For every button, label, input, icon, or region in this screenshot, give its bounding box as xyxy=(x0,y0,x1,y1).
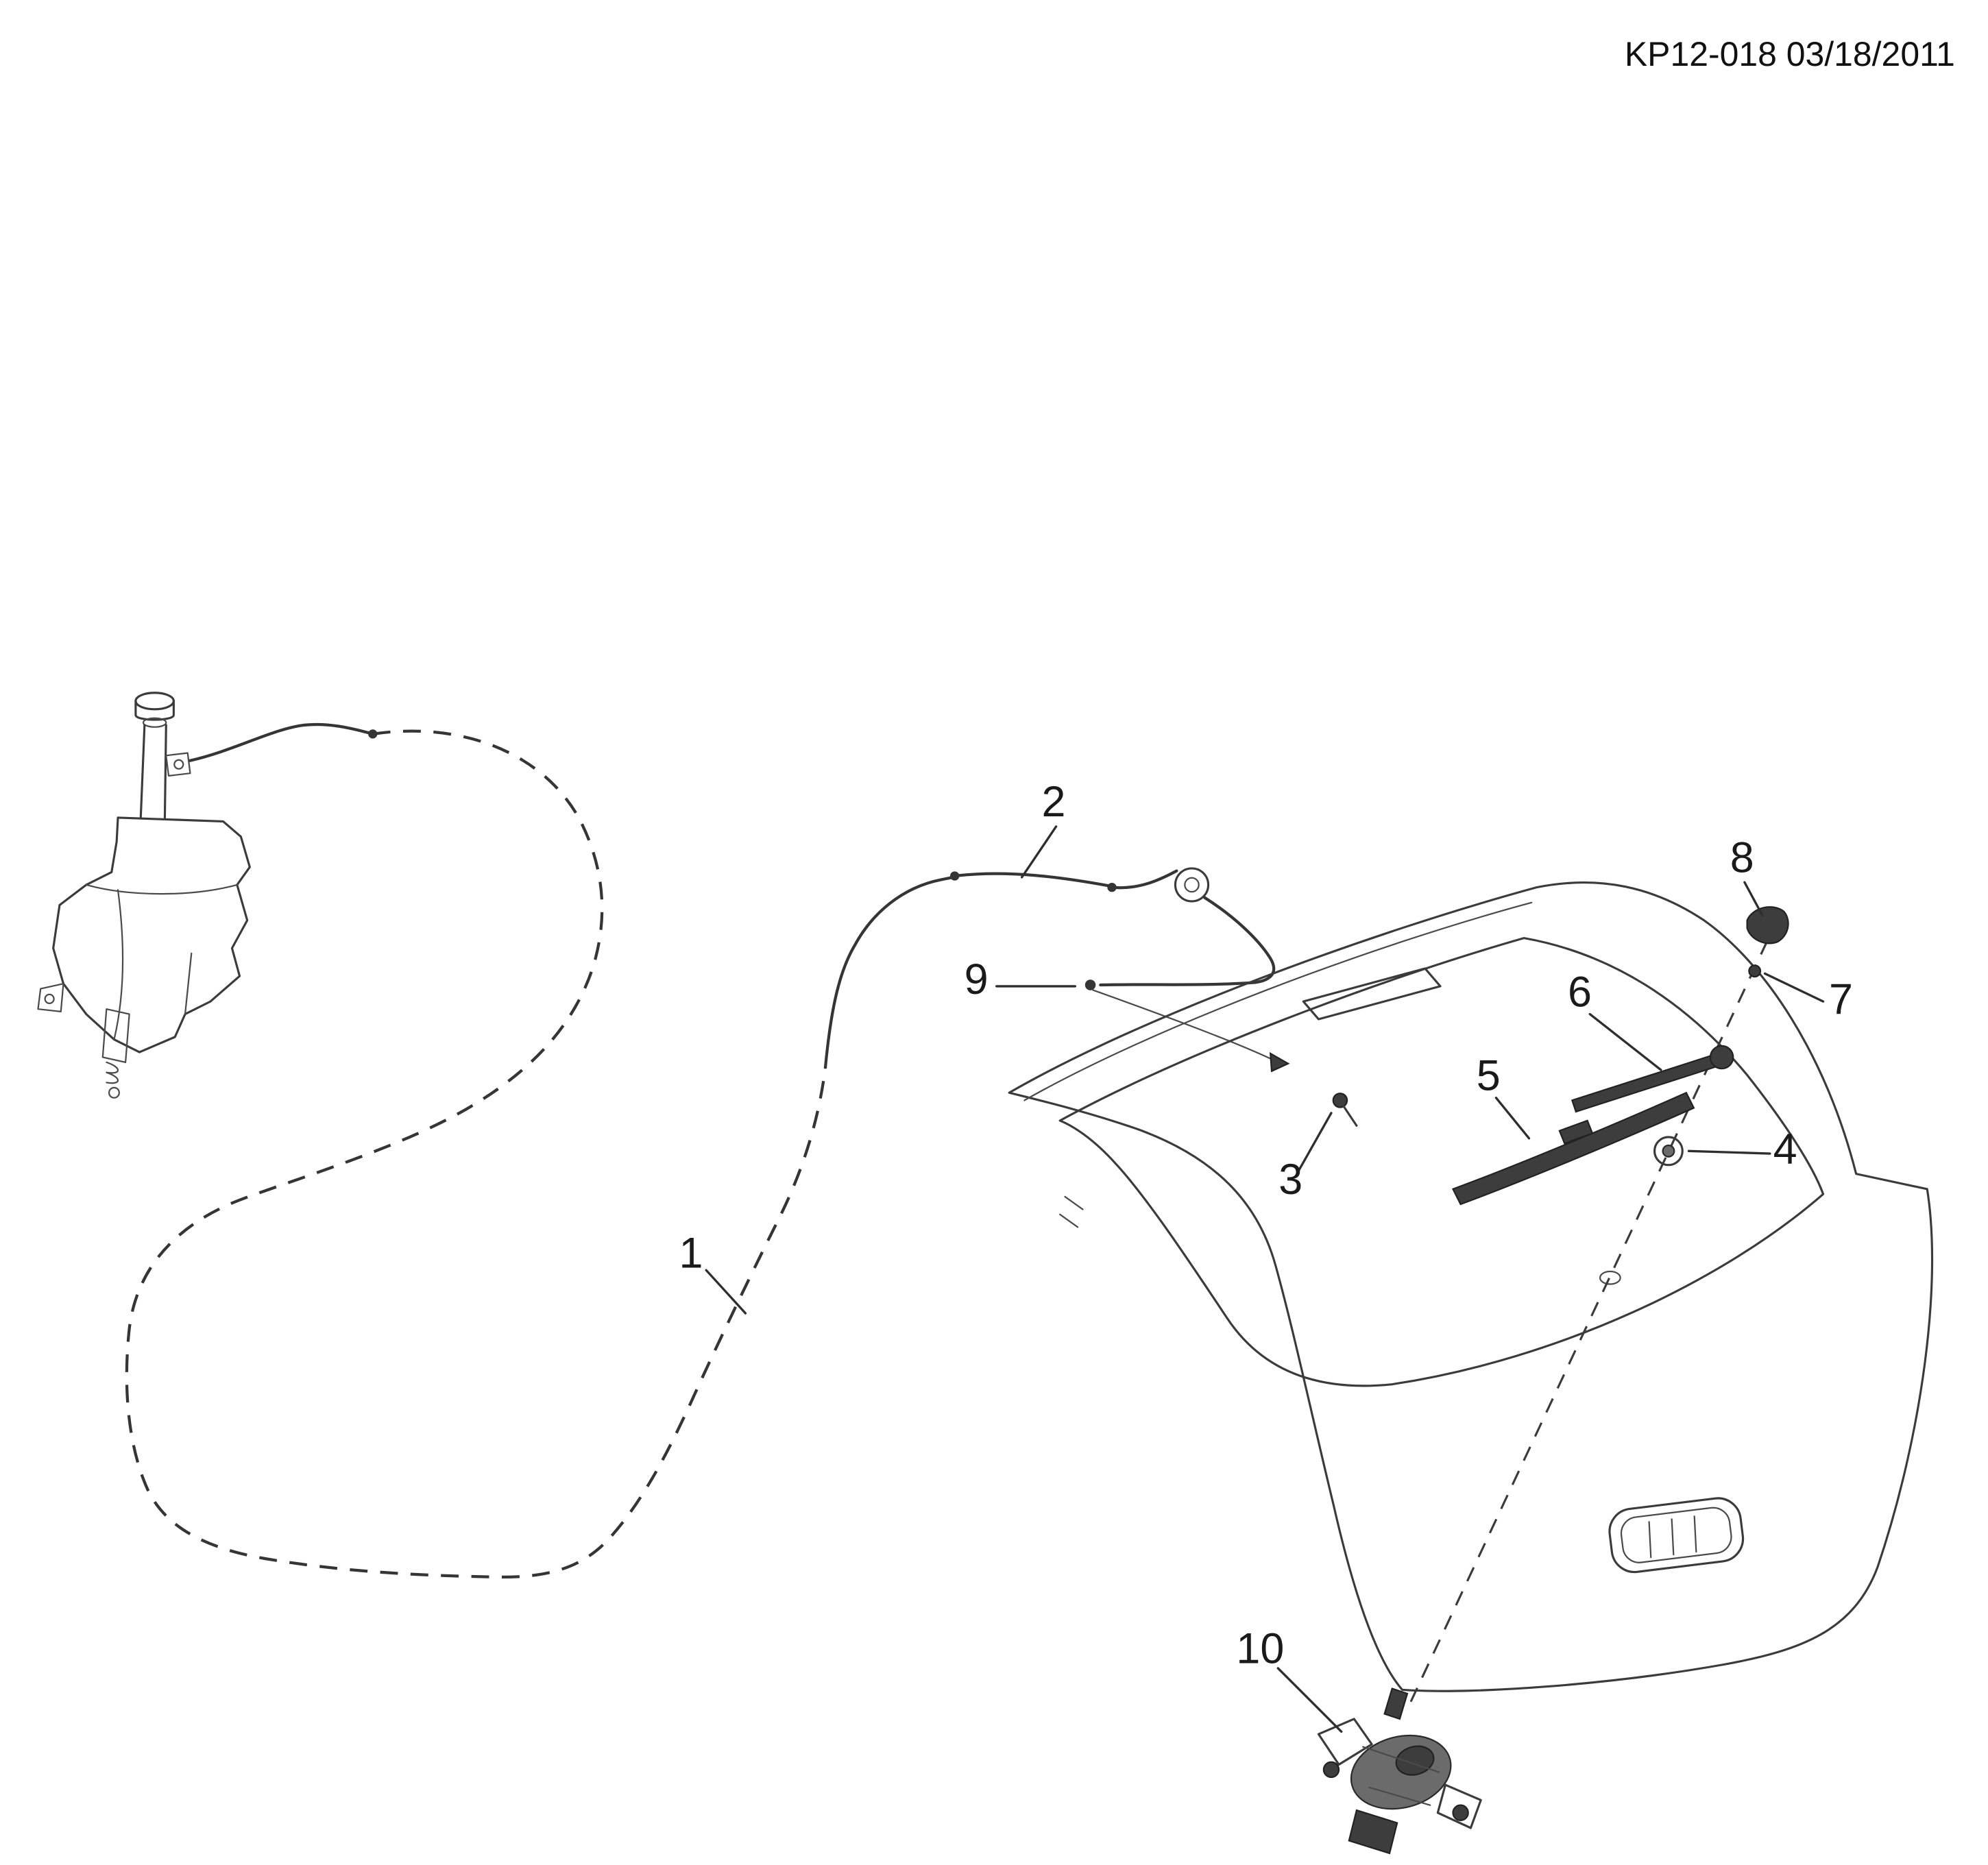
leader-line-1 xyxy=(705,1269,747,1315)
wiper-blade xyxy=(1451,1091,1695,1206)
nozzle-screw xyxy=(1332,1093,1348,1108)
nozzle-feed-line xyxy=(1092,989,1276,1062)
callout-7: 7 xyxy=(1829,976,1853,1024)
motor-mount-grommet-left xyxy=(1322,1761,1340,1779)
nozzle-screw-tip xyxy=(1342,1106,1358,1127)
liftgate-top-contour xyxy=(1023,901,1533,1101)
license-plate-pocket xyxy=(1608,1497,1745,1574)
wiper-blade-bridge xyxy=(1558,1119,1594,1145)
leader-lines xyxy=(705,825,1825,1733)
reservoir-facet-1 xyxy=(85,883,238,895)
hose-segment-return xyxy=(1099,896,1276,987)
hose-grommet-inner xyxy=(1184,877,1200,893)
license-pocket-outline xyxy=(1608,1497,1745,1574)
license-pocket-ribs xyxy=(1648,1515,1697,1559)
reservoir-body xyxy=(52,816,251,1053)
motor-detail-lines xyxy=(1362,1746,1440,1806)
callout-labels: 1 2 3 4 5 6 7 8 9 10 xyxy=(679,778,1852,1672)
motor-bracket-left xyxy=(1317,1718,1373,1766)
pump-spring-coil xyxy=(106,1061,119,1084)
pivot-nut xyxy=(1653,1136,1684,1167)
reservoir-mount-hole xyxy=(44,993,55,1004)
washer-reservoir xyxy=(37,692,251,1099)
hinge-clip-marks xyxy=(1059,1195,1084,1228)
pivot-nut-center xyxy=(1662,1144,1675,1158)
filler-neck-top xyxy=(142,717,167,728)
wiper-arm-head xyxy=(1709,1045,1734,1070)
filler-neck-right xyxy=(163,724,167,819)
filler-neck-left xyxy=(139,724,146,819)
rear-wiper-motor xyxy=(1317,1687,1482,1855)
leader-line-2 xyxy=(1021,825,1058,879)
hose-segment-riser xyxy=(823,875,955,1069)
motor-body-group xyxy=(1350,1734,1452,1810)
neck-bracket xyxy=(165,752,191,777)
callout-2: 2 xyxy=(1041,778,1065,826)
callout-6: 6 xyxy=(1568,968,1592,1016)
leader-line-3 xyxy=(1297,1112,1333,1173)
center-brake-lamp xyxy=(1302,967,1442,1021)
motor-shaft xyxy=(1383,1687,1409,1720)
license-pocket-inner xyxy=(1620,1507,1732,1563)
hose-grommet xyxy=(1174,867,1210,903)
callout-1: 1 xyxy=(679,1229,703,1277)
callout-8: 8 xyxy=(1730,833,1754,881)
leader-line-10 xyxy=(1276,1667,1343,1733)
reservoir-mount-tab xyxy=(37,983,64,1012)
callout-10: 10 xyxy=(1236,1625,1284,1673)
rear-wiper-assembly xyxy=(1332,906,1789,1705)
wiper-shaft-hole xyxy=(1599,1270,1621,1285)
hose-segment-upper xyxy=(953,872,1113,888)
pump-outlet xyxy=(108,1086,120,1099)
motor-armature xyxy=(1348,1809,1398,1855)
hose-segment-to-grommet xyxy=(1110,869,1178,890)
reservoir-facet-2 xyxy=(113,889,124,1040)
motor-mount-grommet-right xyxy=(1452,1804,1469,1821)
pivot-screw xyxy=(1748,964,1762,978)
callout-9: 9 xyxy=(965,955,989,1003)
leader-line-5 xyxy=(1494,1096,1531,1140)
leader-line-8 xyxy=(1743,881,1764,916)
washer-nozzle xyxy=(1269,1051,1290,1073)
reservoir-cap-side xyxy=(134,700,175,721)
hose-hidden-route xyxy=(125,729,827,1579)
pivot-cap xyxy=(1746,906,1789,944)
leader-line-7 xyxy=(1763,972,1825,1003)
callout-5: 5 xyxy=(1477,1052,1501,1100)
washer-pump xyxy=(101,1008,130,1063)
callout-4: 4 xyxy=(1773,1125,1797,1173)
liftgate xyxy=(1008,881,1934,1692)
reservoir-cap-icon xyxy=(134,692,175,711)
washer-hose xyxy=(125,722,1290,1579)
wiper-arm xyxy=(1571,1053,1719,1113)
rear-glass xyxy=(1058,937,1825,1387)
callout-3: 3 xyxy=(1278,1156,1302,1204)
neck-bracket-hole xyxy=(173,759,184,770)
leader-line-4 xyxy=(1687,1149,1771,1155)
reservoir-facet-3 xyxy=(184,952,193,1015)
liftgate-outline xyxy=(1008,881,1934,1692)
hose-segment-reservoir xyxy=(189,722,374,762)
leader-line-6 xyxy=(1588,1012,1662,1071)
motor-bracket-right xyxy=(1436,1783,1482,1829)
hose-connector xyxy=(1084,979,1096,990)
document-code-date: KP12-018 03/18/2011 xyxy=(1625,35,1955,73)
